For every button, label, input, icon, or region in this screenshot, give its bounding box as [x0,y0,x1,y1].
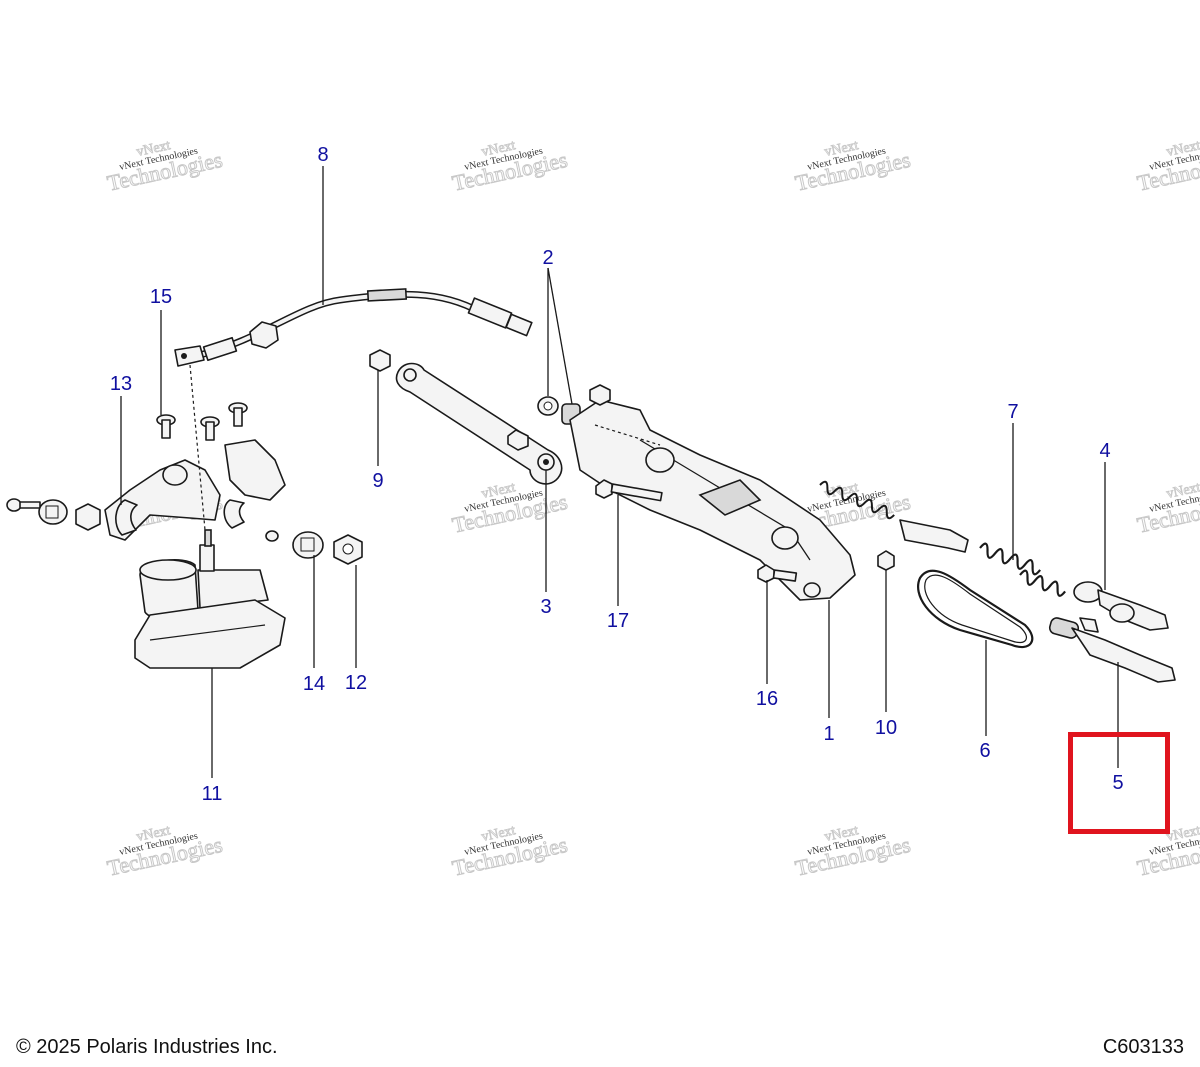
callout-4[interactable]: 4 [1099,440,1110,462]
watermark: vNext Technologies vNext Technologies [449,138,570,196]
bolt-part-9 [369,349,391,372]
washer-part [537,396,559,416]
watermark: vNext Technologies vNext Technologies [792,823,913,881]
watermark: vNext Technologies vNext Technologies [104,823,225,881]
callout-1[interactable]: 1 [823,723,834,745]
callouts: 8 2 15 13 7 4 9 3 17 14 12 16 10 1 6 5 1… [110,144,1124,805]
callout-8[interactable]: 8 [317,144,328,166]
spring-set-upper [819,480,969,553]
bolt-part-10 [877,550,895,571]
spring-part [979,542,1066,597]
link-arm-part [395,362,563,485]
leader-lines [120,166,1119,778]
watermark: vNext Technologies vNext Technologies [792,138,913,196]
copyright-text: © 2025 Polaris Industries Inc. [16,1036,278,1058]
shift-fork-part-4 [1073,581,1169,631]
bolts-part-15 [156,402,248,441]
shift-cable-part [174,288,533,367]
leader-2b [547,267,573,405]
callout-9[interactable]: 9 [372,470,383,492]
callout-5[interactable]: 5 [1112,772,1123,794]
hardware-left [6,498,101,531]
callout-7[interactable]: 7 [1007,401,1018,423]
callout-17[interactable]: 17 [607,610,629,632]
svg-text:vNext: vNext [823,138,860,160]
svg-text:vNext: vNext [480,823,517,845]
callout-11[interactable]: 11 [202,783,223,805]
shift-bracket-part [569,384,856,601]
mount-bracket-part [104,439,286,541]
gasket-part [917,569,1034,649]
watermark: vNext Technologies vNext Technologies [104,138,225,196]
svg-text:vNext: vNext [1165,138,1200,160]
long-bolt-part [595,479,663,502]
watermark: vNext Technologies vNext Technologies [1134,480,1200,538]
shift-fork-part-5 [1048,617,1176,683]
callout-14[interactable]: 14 [303,673,325,695]
nut-part-12 [333,534,363,565]
callout-15[interactable]: 15 [150,286,172,308]
figure-id: C603133 [1102,1036,1184,1058]
svg-text:vNext: vNext [135,138,172,160]
svg-text:vNext: vNext [1165,480,1200,502]
svg-text:vNext: vNext [135,823,172,845]
alignment-lines [189,364,661,531]
callout-12[interactable]: 12 [345,672,367,694]
washer-part-14 [265,530,324,559]
callout-2[interactable]: 2 [542,247,553,269]
svg-text:vNext: vNext [480,480,517,502]
callout-3[interactable]: 3 [540,596,551,618]
watermark: vNext Technologies vNext Technologies [449,823,570,881]
svg-text:vNext: vNext [823,823,860,845]
shift-actuator-part [134,529,286,669]
svg-text:vNext: vNext [1165,823,1200,845]
callout-13[interactable]: 13 [110,373,132,395]
svg-text:vNext: vNext [480,138,517,160]
callout-10[interactable]: 10 [875,717,897,739]
highlight-box-callout-5 [1068,732,1170,834]
callout-16[interactable]: 16 [756,688,778,710]
callout-6[interactable]: 6 [979,740,990,762]
bolt-part-16 [757,564,798,583]
watermark: vNext Technologies vNext Technologies [1134,138,1200,196]
